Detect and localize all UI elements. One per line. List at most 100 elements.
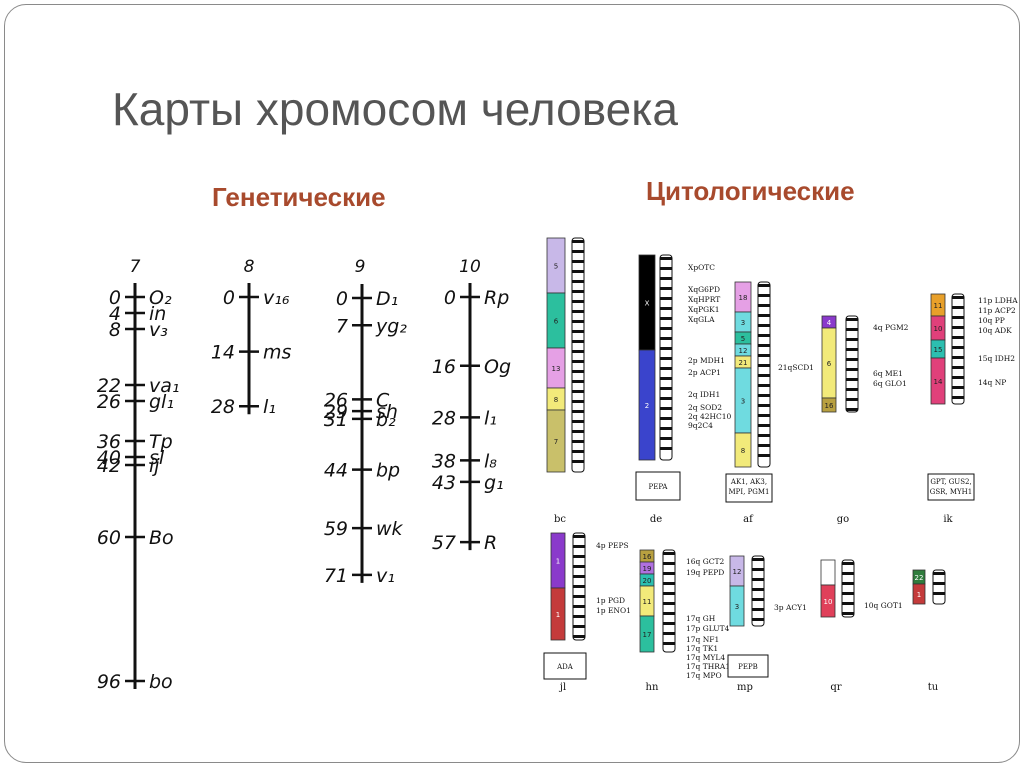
locus-position: 43 xyxy=(432,472,456,494)
chromosome-segment xyxy=(820,559,836,586)
locus-position: 22 xyxy=(97,375,121,397)
segment-number: 3 xyxy=(735,603,739,611)
map-number-label: 8 xyxy=(244,257,255,277)
ideogram-band xyxy=(952,346,964,349)
segment-number: 20 xyxy=(643,577,652,585)
ideogram-band xyxy=(752,598,764,601)
locus-position: 4 xyxy=(109,303,121,325)
ideogram-band xyxy=(758,314,770,317)
ideogram-band xyxy=(952,316,964,319)
locus-gene: bo xyxy=(149,671,173,693)
panel-label: tu xyxy=(928,682,939,693)
segment-number: 12 xyxy=(733,568,742,576)
ideogram-band xyxy=(663,612,675,615)
ideogram-band xyxy=(572,370,584,373)
locus-gene: C xyxy=(376,389,390,411)
gene-box xyxy=(725,473,773,503)
gene-box-text: AK1, AK3, xyxy=(730,478,767,486)
gene-annotation: XpOTC xyxy=(688,263,715,272)
ideogram-band xyxy=(933,592,945,595)
ideogram-band xyxy=(573,635,585,638)
gene-annotation: 11p LDHA xyxy=(978,296,1018,305)
ideogram-outline xyxy=(662,549,676,653)
locus-gene: ms xyxy=(263,342,292,364)
segment-number: 3 xyxy=(741,319,745,327)
ideogram-band xyxy=(752,578,764,581)
locus-gene: yg₂ xyxy=(375,315,407,337)
ideogram-band xyxy=(572,400,584,403)
locus-position: 28 xyxy=(432,407,456,429)
ideogram-band xyxy=(758,324,770,327)
locus-gene: R xyxy=(484,532,497,554)
ideogram-band xyxy=(572,450,584,453)
locus-gene: Tp xyxy=(149,431,173,453)
ideogram-band xyxy=(572,340,584,343)
chromosome-segment xyxy=(912,583,926,605)
panel-label: jl xyxy=(559,682,566,693)
ideogram-band xyxy=(572,390,584,393)
locus-gene: sh xyxy=(376,401,398,423)
chromosome-segment xyxy=(820,584,836,618)
gene-annotation: XqHPRT xyxy=(688,295,720,304)
ideogram-band xyxy=(663,572,675,575)
panel-label: mp xyxy=(737,682,753,693)
gene-annotation: 16q GCT2 xyxy=(686,557,724,566)
ideogram-band xyxy=(572,290,584,293)
locus-position: 38 xyxy=(432,450,456,472)
ideogram-band xyxy=(573,545,585,548)
locus-gene: l₁ xyxy=(484,407,497,429)
gene-box-text: PEPB xyxy=(738,663,758,671)
ideogram-band xyxy=(846,358,858,361)
ideogram-band xyxy=(660,387,672,390)
gene-annotation: 17q MPO xyxy=(686,671,722,680)
ideogram-band xyxy=(660,267,672,270)
ideogram-band xyxy=(842,562,854,565)
locus-position: 29 xyxy=(324,401,348,423)
segment-number: 17 xyxy=(643,631,652,639)
segment-number: 14 xyxy=(934,378,943,386)
segment-number: 5 xyxy=(554,263,558,271)
ideogram-band xyxy=(952,336,964,339)
ideogram-band xyxy=(572,300,584,303)
ideogram-band xyxy=(572,320,584,323)
locus-position: 57 xyxy=(432,532,456,554)
gene-annotation: 17p GLUT4 xyxy=(686,624,730,633)
segment-number: 4 xyxy=(827,319,832,327)
ideogram-band xyxy=(758,294,770,297)
ideogram-band xyxy=(752,588,764,591)
ideogram-band xyxy=(663,562,675,565)
ideogram-band xyxy=(660,327,672,330)
gene-box-text: GPT, GUS2, xyxy=(930,478,971,486)
ideogram-band xyxy=(758,284,770,287)
segment-number: 6 xyxy=(827,360,832,368)
ideogram-band xyxy=(660,287,672,290)
segment-number: 18 xyxy=(739,294,748,302)
locus-position: 31 xyxy=(324,409,348,431)
segment-number: 8 xyxy=(554,396,558,404)
gene-annotation: 17q NF1 xyxy=(686,635,719,644)
locus-gene: wk xyxy=(376,518,404,540)
ideogram-outline xyxy=(841,559,855,618)
locus-position: 7 xyxy=(336,315,348,337)
ideogram-band xyxy=(660,447,672,450)
chromosome-segment xyxy=(821,397,837,413)
ideogram-band xyxy=(952,326,964,329)
locus-gene: v₃ xyxy=(149,319,168,341)
panel-label: go xyxy=(837,514,849,525)
segment-number: 1 xyxy=(556,611,560,619)
chromosome-segment xyxy=(546,409,566,473)
gene-box xyxy=(635,471,681,501)
segment-number: 21 xyxy=(739,359,748,367)
ideogram-band xyxy=(846,318,858,321)
locus-gene: g₁ xyxy=(484,472,504,494)
ideogram-band xyxy=(573,585,585,588)
segment-number: 5 xyxy=(741,335,745,343)
segment-number: 15 xyxy=(934,346,943,354)
ideogram-band xyxy=(660,337,672,340)
ideogram-band xyxy=(752,618,764,621)
